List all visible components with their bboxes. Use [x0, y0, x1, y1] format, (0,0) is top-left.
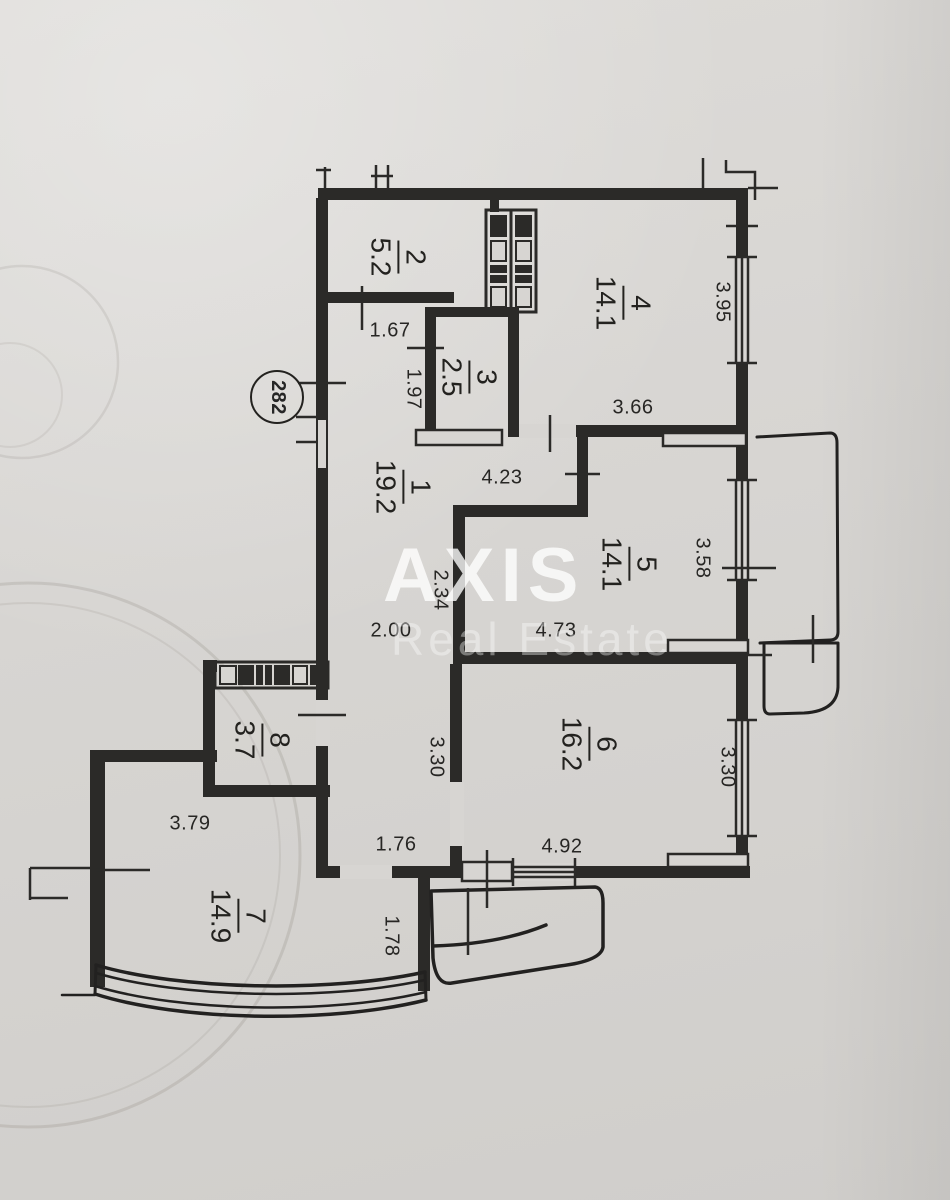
- room-7-area: 14.9: [205, 888, 237, 944]
- dim-1-78: 1.78: [380, 915, 403, 957]
- dim-3-66: 3.66: [612, 396, 654, 419]
- bay-window-room7: [60, 963, 428, 1018]
- dim-3-79: 3.79: [169, 812, 211, 835]
- room-4-number: 4: [622, 286, 656, 320]
- room-3-label: 3 2.5: [436, 357, 502, 397]
- dim-3-95: 3.95: [711, 281, 734, 323]
- room-5-number: 5: [628, 547, 662, 581]
- apartment-number-badge: 282: [250, 370, 304, 424]
- room-8-area: 3.7: [229, 720, 261, 760]
- ticks-and-stubs: [28, 158, 815, 955]
- dim-1-76: 1.76: [375, 833, 417, 856]
- dim-1-67: 1.67: [369, 319, 411, 342]
- dim-4-73: 4.73: [535, 619, 577, 642]
- dim-4-92: 4.92: [541, 835, 583, 858]
- room-2-label: 2 5.2: [365, 237, 431, 277]
- room-1-area: 19.2: [370, 459, 402, 515]
- vent-shaft-room8: [213, 660, 330, 690]
- room-3-number: 3: [468, 360, 502, 394]
- room-4-area: 14.1: [590, 275, 622, 331]
- room-7-number: 7: [237, 899, 271, 933]
- door-openings: [316, 420, 576, 879]
- balcony-right: [755, 431, 840, 716]
- room-8-label: 8 3.7: [229, 720, 295, 760]
- stamp-arcs: [0, 264, 302, 1129]
- dim-4-23: 4.23: [481, 466, 523, 489]
- room-6-area: 16.2: [556, 716, 588, 772]
- dim-2-34: 2.34: [429, 569, 452, 611]
- room-1-label: 1 19.2: [370, 459, 436, 515]
- room-8-number: 8: [261, 723, 295, 757]
- vent-shaft-top: [484, 208, 538, 314]
- apartment-number: 282: [266, 379, 289, 415]
- dim-1-97: 1.97: [402, 368, 425, 410]
- terrace-bottom: [429, 885, 605, 986]
- room-5-label: 5 14.1: [596, 536, 662, 592]
- room-5-area: 14.1: [596, 536, 628, 592]
- room-3-area: 2.5: [436, 357, 468, 397]
- windows: [511, 255, 757, 886]
- room-6-number: 6: [588, 727, 622, 761]
- dim-3-30-right: 3.30: [716, 746, 739, 788]
- room-2-number: 2: [397, 240, 431, 274]
- room-1-number: 1: [402, 470, 436, 504]
- thresholds: [414, 428, 750, 883]
- room-7-label: 7 14.9: [205, 888, 271, 944]
- room-2-area: 5.2: [365, 237, 397, 277]
- dim-2-00: 2.00: [370, 619, 412, 642]
- dim-3-58: 3.58: [691, 537, 714, 579]
- room-4-label: 4 14.1: [590, 275, 656, 331]
- room-6-label: 6 16.2: [556, 716, 622, 772]
- dim-3-30-left: 3.30: [425, 736, 448, 778]
